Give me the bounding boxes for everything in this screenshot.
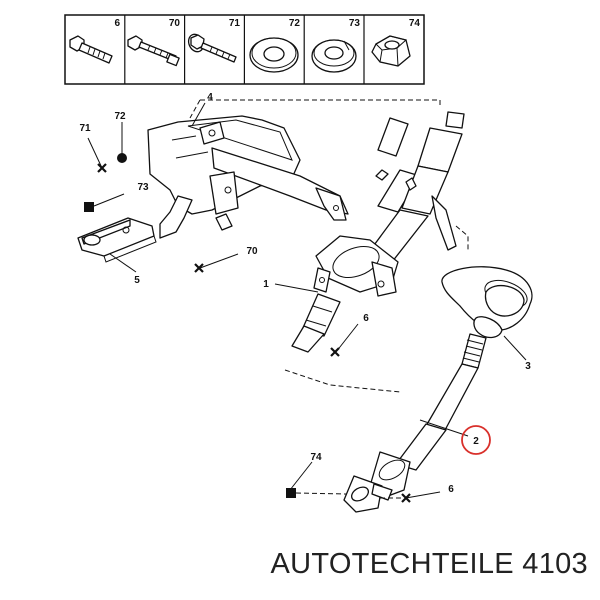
mounting-bracket-part-4 (147, 115, 349, 239)
spring-washer-icon (311, 39, 357, 73)
legend-number-73: 73 (349, 18, 361, 29)
marker-72-dot (117, 153, 127, 163)
legend-number-71: 71 (229, 18, 241, 29)
intermediate-shaft-part-2 (343, 333, 487, 513)
flat-washer-icon (249, 37, 299, 73)
long-bolt-icon (127, 35, 180, 67)
callout-4: 4 (207, 92, 213, 103)
fastener-legend: 6 70 71 72 73 74 (64, 14, 425, 85)
legend-number-70: 70 (169, 18, 181, 29)
marker-71-cross (97, 163, 107, 173)
fastener-markers (84, 153, 411, 503)
marker-73-square (84, 202, 94, 212)
marker-6-lower-cross (401, 493, 411, 503)
callout-73: 73 (137, 182, 149, 193)
callout-6-upper: 6 (363, 313, 369, 324)
callout-6-lower: 6 (448, 484, 454, 495)
marker-74-square (286, 488, 296, 498)
legend-number-72: 72 (289, 18, 301, 29)
callout-74: 74 (310, 452, 322, 463)
flange-bolt-icon (187, 33, 237, 63)
callout-2-highlight-ring (461, 425, 491, 455)
legend-number-74: 74 (409, 18, 421, 29)
callout-5: 5 (134, 275, 140, 286)
callout-71: 71 (79, 123, 91, 134)
boot-seal-part-3 (441, 266, 533, 339)
hex-nut-icon (371, 35, 411, 67)
callout-1: 1 (263, 279, 269, 290)
hex-bolt-icon (69, 35, 113, 64)
callout-3: 3 (525, 361, 531, 372)
callout-2: 2 (473, 436, 479, 447)
support-plate-part-5 (77, 217, 157, 263)
steering-column-part-1 (291, 111, 465, 353)
marker-6-upper-cross (330, 347, 340, 357)
watermark-brand-text: AUTOTECHTEILE 4103 (270, 548, 588, 580)
callout-72: 72 (114, 111, 126, 122)
legend-number-6: 6 (114, 18, 120, 29)
marker-70-cross (194, 263, 204, 273)
callout-labels: 4 1 3 5 71 72 73 70 6 2 74 6 (79, 92, 531, 495)
leader-lines (87, 102, 527, 499)
callout-70: 70 (246, 246, 258, 257)
